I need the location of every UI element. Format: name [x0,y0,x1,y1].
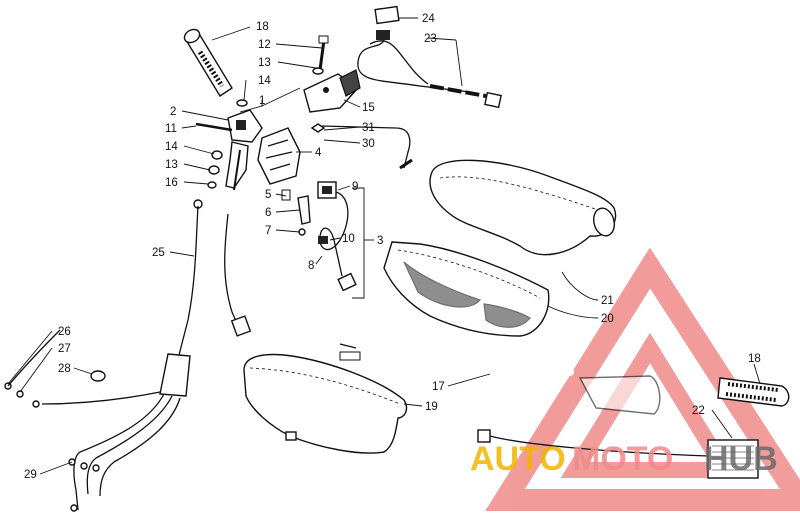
callout-5: 5 [265,189,271,201]
pad-19 [243,353,408,454]
callout-25: 25 [152,247,165,259]
leader-lines [7,17,761,475]
callout-16: 16 [165,177,178,189]
throttle-cable-25 [4,199,252,512]
pad-upper-21 [429,159,617,256]
callout-14-mid: 14 [165,141,178,153]
lever-15 [303,69,361,113]
callout-10: 10 [342,233,355,245]
bracket-3 [352,187,374,299]
callout-7: 7 [265,225,271,237]
callout-labels: 18 12 13 14 1 2 11 14 13 16 24 23 15 31 … [24,13,761,481]
callout-8: 8 [308,260,314,272]
callout-31: 31 [362,122,375,134]
switch-housing-4 [257,127,311,236]
throttle-housing [195,109,263,191]
callout-21: 21 [601,295,614,307]
grip-right [578,375,790,415]
callout-4: 4 [315,147,322,159]
callout-29: 29 [24,469,37,481]
clip-31 [310,123,413,170]
callout-17: 17 [432,381,445,393]
harness-23 [357,5,502,109]
callout-14-top: 14 [258,75,271,87]
kill-switch-harness [317,181,357,292]
callout-28: 28 [58,363,71,375]
callout-11: 11 [165,123,177,135]
callout-9: 9 [352,181,358,193]
callout-12: 12 [258,39,271,51]
callout-26: 26 [58,326,71,338]
callout-2: 2 [170,106,176,118]
callout-1: 1 [259,95,265,107]
callout-30: 30 [362,138,375,150]
callout-20: 20 [601,313,614,325]
callout-19: 19 [425,401,438,413]
watermark-auto: AUTO [470,440,566,478]
grip-heater-22 [477,429,759,479]
bolt-12 [236,35,329,107]
callout-18-left: 18 [256,21,269,33]
callout-13-top: 13 [258,57,271,69]
watermark-text: AUTO MOTO HUB [470,440,778,478]
watermark-hub: HUB [704,440,778,478]
grip-left [183,28,233,97]
callout-23: 23 [424,33,437,45]
callout-22: 22 [692,405,705,417]
callout-27: 27 [58,343,71,355]
callout-24: 24 [422,13,435,25]
callout-18-right: 18 [748,353,761,365]
cover-lower-20 [383,241,550,337]
callout-15: 15 [362,102,375,114]
callout-13-mid: 13 [165,159,178,171]
callout-6: 6 [265,207,271,219]
callout-3: 3 [377,235,383,247]
handlebar-17 [276,242,574,376]
watermark-moto: MOTO [572,440,673,478]
